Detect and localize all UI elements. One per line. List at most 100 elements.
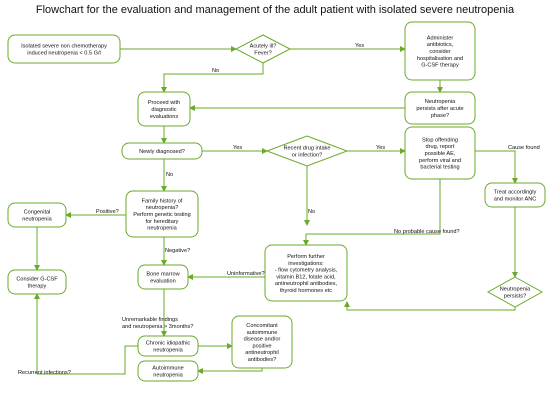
- node-shape-rect: [137, 360, 199, 382]
- node-text-line: disease and/or: [244, 337, 281, 343]
- node-text-line: therapy: [28, 283, 47, 289]
- node-text-line: antineutrophil antibodies,: [275, 281, 338, 287]
- node-shape-rect: [137, 264, 189, 290]
- edge-label-e15: Negative?: [165, 248, 190, 254]
- edge-n_concom-to-n_autoimmune: [197, 368, 263, 374]
- node-text-line: neutropenia: [153, 372, 183, 378]
- node-shape-rect: [7, 269, 67, 295]
- node-text-line: positive: [253, 343, 272, 349]
- node-text-line: for hereditary: [146, 219, 179, 225]
- node-text-line: - flow cytometry analysis,: [275, 268, 338, 274]
- node-text-line: diagnostic: [151, 107, 176, 113]
- node-text-line: consider: [429, 49, 450, 55]
- node-text-line: evaluation: [150, 278, 176, 284]
- node-text-line: vitamin B12, folate acid,: [276, 274, 336, 280]
- node-shape-diamond: [234, 34, 292, 64]
- page-title: Flowchart for the evaluation and managem…: [35, 4, 515, 16]
- edge-label-e16: Uninformative?: [227, 271, 265, 277]
- node-text-line: Congenital: [24, 210, 51, 216]
- node-shape-rect: [137, 91, 191, 127]
- node-text-line: Proceed with: [148, 100, 180, 106]
- node-text-line: Family history of: [142, 198, 183, 204]
- node-text-line: Consider G-CSF: [16, 277, 58, 283]
- node-text-line: Neutropenia: [425, 99, 456, 105]
- edge-n_chronic-to-n_gcsf: [34, 293, 138, 375]
- node-text-line: perform viral and: [419, 158, 461, 164]
- edge-n_stop-to-n_further: [303, 179, 441, 246]
- node-shape-rect: [7, 34, 121, 64]
- node-text-line: Newly diagnosed?: [139, 149, 185, 155]
- node-shape-rect: [7, 202, 67, 228]
- node-text-line: neutropenia: [153, 347, 183, 353]
- edge-label-e12: No: [166, 172, 173, 178]
- node-text-line: bacterial testing: [420, 165, 459, 171]
- node-shape-rect: [404, 21, 476, 81]
- node-text-line: antibiotics,: [427, 42, 454, 48]
- node-text-line: thyroid hormones etc: [280, 288, 332, 294]
- node-shape-rect: [484, 182, 546, 208]
- node-text-line: hospitalisation and: [417, 56, 463, 62]
- edge-label-e13: Positive?: [96, 209, 119, 215]
- edge-label-e3: No: [212, 68, 219, 74]
- node-text-line: or infection?: [292, 152, 322, 158]
- node-shape-rect: [231, 315, 293, 369]
- node-newly: Newly diagnosed?: [121, 142, 203, 160]
- node-shape-rect: [121, 142, 203, 160]
- node-text-line: Acutely ill?: [250, 44, 277, 50]
- node-text-line: neutropenia?: [146, 205, 179, 211]
- node-text-line: antineutrophil: [245, 350, 279, 356]
- node-text-line: Concomitant: [246, 323, 278, 329]
- node-text-line: Chronic idiopathic: [146, 341, 191, 347]
- node-text-line: Autoimmune: [152, 366, 183, 372]
- node-text-line: persists?: [504, 293, 526, 299]
- node-text-line: neutropenia: [22, 216, 52, 222]
- node-text-line: Neutropenia: [500, 287, 531, 293]
- node-text-line: Bone marrow: [146, 272, 180, 278]
- node-shape-diamond: [265, 135, 349, 167]
- node-text-line: possible AE,: [425, 151, 456, 157]
- node-shape-rect: [404, 126, 476, 180]
- edge-n_acute-to-n_proceed: [161, 63, 264, 93]
- node-text-line: antibodies?: [248, 357, 277, 363]
- node-text-line: persists after acute: [416, 106, 463, 112]
- edge-label-e2: Yes: [355, 43, 364, 49]
- node-text-line: induced neutropenia < 0.5 G/l: [27, 50, 101, 56]
- node-shape-diamond: [486, 276, 544, 308]
- edge-label-e11: No: [308, 209, 315, 215]
- node-text-line: evaluations: [150, 114, 179, 120]
- node-text-line: autoimmune: [247, 330, 278, 336]
- node-start: Isolated severe non chemotherapyinduced …: [7, 34, 121, 64]
- node-text-line: Stop offending: [422, 137, 458, 143]
- node-text-line: Isolated severe non chemotherapy: [21, 44, 107, 50]
- node-text-line: drug, report: [426, 144, 455, 150]
- edge-label-e9: Cause found: [508, 145, 540, 151]
- node-text-line: G-CSF therapy: [421, 63, 459, 69]
- node-text-line: Perform further: [287, 254, 325, 260]
- node-admin: Administerantibiotics,considerhospitalis…: [404, 21, 476, 81]
- node-text-line: phase?: [431, 113, 449, 119]
- node-text-line: and monitor ANC: [494, 196, 537, 202]
- node-text-line: Fever?: [254, 50, 271, 56]
- node-acute: Acutely ill?Fever?: [234, 34, 292, 64]
- edge-n_stop-to-n_treat: [475, 150, 518, 184]
- node-text-line: neutropenia: [147, 226, 177, 232]
- node-shape-rect: [125, 190, 199, 238]
- edge-label-e10: No probable cause found?: [394, 229, 460, 235]
- edge-n_neupersist-to-n_further: [344, 301, 516, 311]
- edge-label-e7: Yes: [233, 145, 242, 151]
- node-text-line: Recent drug intake: [284, 146, 331, 152]
